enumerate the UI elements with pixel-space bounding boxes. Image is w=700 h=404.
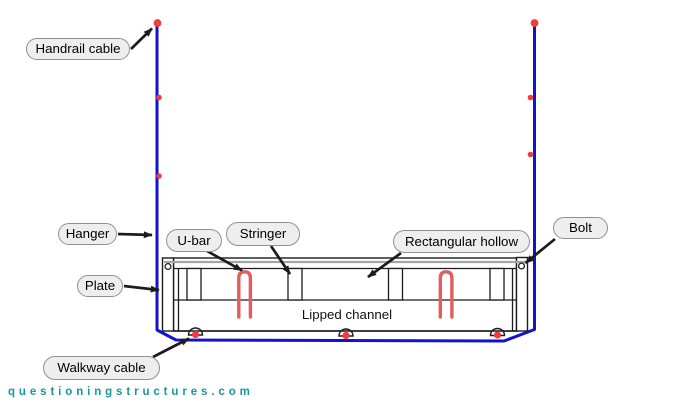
label-plate: Plate — [77, 275, 123, 297]
stringer-section-3 — [387, 267, 404, 301]
arrow-handrail-cable — [130, 27, 153, 50]
bolt-hole-right — [517, 262, 526, 270]
handrail-cable-dot-low-right — [527, 151, 534, 158]
walkway-cable-dot-2 — [342, 331, 350, 340]
stringer-section-2 — [287, 267, 303, 301]
arrow-hanger — [117, 231, 153, 239]
stringer-section-4 — [489, 267, 505, 301]
arrow-rectangular-hollow — [367, 251, 402, 279]
handrail-cable-dot-low-left — [156, 173, 162, 179]
label-plate-text: Plate — [84, 278, 116, 294]
label-u-bar-text: U-bar — [177, 232, 211, 248]
arrow-plate — [123, 284, 160, 293]
label-handrail-cable: Handrail cable — [26, 38, 130, 60]
watermark: questioningstructures.com — [8, 386, 254, 398]
label-walkway-cable-text: Walkway cable — [57, 360, 146, 376]
arrow-bolt — [524, 237, 556, 265]
label-rectangular-hollow: Rectangular hollow — [393, 230, 530, 253]
label-hanger-text: Hanger — [65, 226, 110, 242]
label-handrail-cable-text: Handrail cable — [35, 41, 121, 57]
handrail-cable-dot-top-right — [530, 19, 539, 27]
handrail-cable-dot-mid-left — [156, 94, 162, 101]
label-lipped-channel: Lipped channel — [297, 308, 397, 321]
bolt-hole-left — [164, 262, 172, 271]
handrail-cable-dot-mid-right — [527, 94, 534, 101]
end-plate-left — [161, 257, 175, 332]
stringer-section-1 — [186, 267, 202, 301]
u-bar-2 — [438, 270, 454, 319]
label-hanger: Hanger — [58, 223, 117, 245]
handrail-cable-dot-top-left — [153, 19, 162, 27]
label-rectangular-hollow-text: Rectangular hollow — [404, 233, 519, 249]
label-bolt-text: Bolt — [569, 220, 592, 236]
label-walkway-cable: Walkway cable — [43, 356, 160, 380]
arrow-u-bar — [206, 249, 243, 272]
label-lipped-channel-text: Lipped channel — [301, 307, 393, 322]
label-bolt: Bolt — [553, 217, 608, 239]
u-bar-1 — [237, 270, 253, 319]
end-plate-right — [515, 256, 529, 332]
label-stringer: Stringer — [226, 222, 300, 246]
label-u-bar: U-bar — [166, 229, 222, 252]
walkway-cable-dot-1 — [191, 330, 200, 339]
hanger-line — [155, 25, 536, 343]
label-stringer-text: Stringer — [239, 226, 287, 242]
arrow-stringer — [269, 245, 292, 275]
walkway-cable-dot-3 — [493, 331, 502, 339]
arrow-walkway-cable — [152, 337, 190, 359]
